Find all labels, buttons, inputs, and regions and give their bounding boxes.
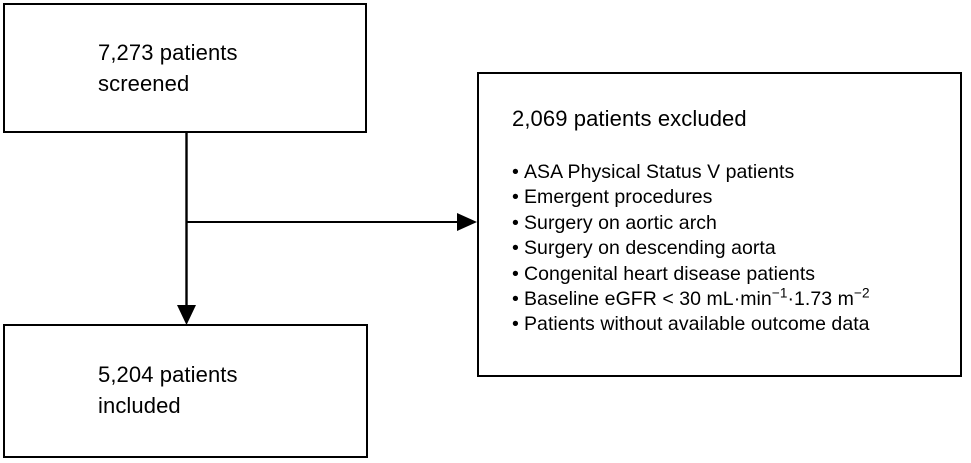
exclusion-criteria-list: •ASA Physical Status V patients•Emergent… (512, 160, 870, 338)
arrowhead-down-icon (177, 305, 196, 325)
bullet-icon: • (512, 161, 519, 183)
box-patients-excluded: 2,069 patients excluded •ASA Physical St… (477, 72, 962, 377)
exclusion-criterion: •Baseline eGFR < 30 mL·min−1·1.73 m−2 (512, 285, 870, 312)
bullet-icon: • (512, 288, 519, 311)
exclusion-criterion: •Emergent procedures (512, 185, 870, 210)
box-patients-included: 5,204 patients included (3, 324, 368, 458)
criterion-text-mid: ·1.73 m (787, 288, 854, 311)
box-patients-screened: 7,273 patients screened (3, 3, 367, 133)
excluded-heading: 2,069 patients excluded (512, 106, 747, 131)
box-included-text: 5,204 patients included (98, 362, 238, 418)
exclusion-criterion: •Surgery on aortic arch (512, 211, 870, 236)
criterion-text: Baseline eGFR < 30 mL·min (524, 288, 772, 311)
bullet-icon: • (512, 262, 519, 285)
box-screened-text: 7,273 patients screened (98, 40, 238, 96)
criterion-superscript-1: −1 (771, 285, 788, 301)
exclusion-criterion: •Surgery on descending aorta (512, 236, 870, 261)
exclusion-criterion: •Congenital heart disease patients (512, 262, 870, 287)
bullet-icon: • (512, 237, 519, 260)
bullet-icon: • (512, 211, 519, 234)
criterion-text: Patients without available outcome data (524, 313, 870, 336)
bullet-icon: • (512, 186, 519, 209)
criterion-text: Emergent procedures (524, 186, 713, 209)
exclusion-criterion: •ASA Physical Status V patients (512, 160, 870, 185)
criterion-text: Surgery on descending aorta (524, 237, 776, 260)
criterion-text: ASA Physical Status V patients (524, 161, 795, 183)
arrowhead-right-icon (457, 213, 477, 231)
criterion-text: Surgery on aortic arch (524, 211, 717, 234)
bullet-icon: • (512, 313, 519, 336)
criterion-superscript-2: −2 (853, 285, 870, 301)
exclusion-criterion: •Patients without available outcome data (512, 312, 870, 337)
criterion-text: Congenital heart disease patients (524, 262, 816, 285)
